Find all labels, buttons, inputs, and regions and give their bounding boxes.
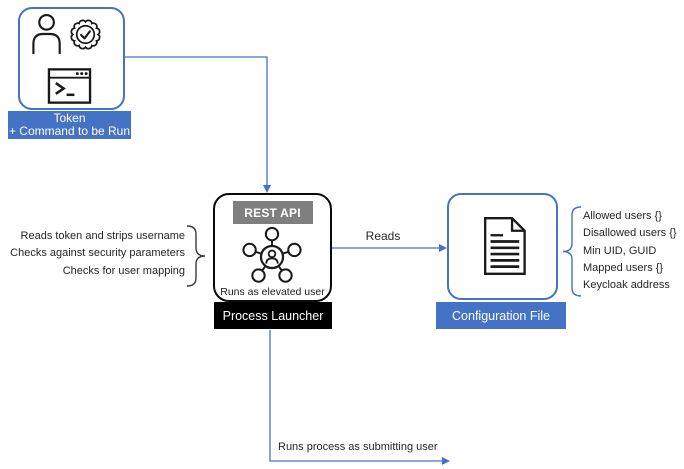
- annotation-line: Mapped users {}: [583, 261, 664, 274]
- arrowhead-down-icon: [263, 185, 271, 193]
- process-launcher-node: REST API Runs as elevated user: [213, 193, 332, 302]
- process-launcher-label: Process Launcher: [214, 302, 332, 329]
- annotation-line: Reads token and strips username: [20, 230, 185, 242]
- elevated-user-note: Runs as elevated user: [220, 286, 325, 298]
- left-brace: [186, 225, 206, 287]
- arrowhead-right-icon: [439, 244, 447, 252]
- submitting-user-edge-label: Runs process as submitting user: [278, 441, 438, 453]
- document-icon: [484, 217, 526, 275]
- reads-edge-label: Reads: [365, 229, 401, 243]
- user-certificate-icon: [32, 13, 101, 54]
- launcher-checks-annotation: Reads token and strips username Checks a…: [5, 228, 185, 280]
- token-node: [18, 7, 125, 110]
- right-brace: [562, 206, 582, 297]
- annotation-line: Allowed users {}: [583, 210, 662, 222]
- token-label-line2: + Command to be Run: [8, 124, 131, 138]
- annotation-line: Disallowed users {}: [583, 227, 677, 240]
- token-node-label: Token + Command to be Run: [8, 111, 131, 139]
- annotation-line: Checks for user mapping: [62, 264, 185, 277]
- config-contents-annotation: Allowed users {} Disallowed users {} Min…: [583, 208, 684, 294]
- reads-connector: [332, 244, 447, 252]
- token-to-launcher-connector: [125, 56, 271, 193]
- token-label-line1: Token: [53, 110, 86, 125]
- annotation-line: Min UID, GUID: [583, 244, 657, 257]
- configuration-file-node: [447, 193, 558, 300]
- terminal-icon: [47, 68, 92, 104]
- rest-api-banner: REST API: [232, 201, 313, 224]
- annotation-line: Checks against security parameters: [10, 247, 185, 260]
- annotation-line: Keycloak address: [583, 279, 670, 292]
- user-network-icon: [242, 227, 302, 283]
- arrowhead-right-icon: [442, 457, 450, 465]
- configuration-file-label: Configuration File: [436, 302, 566, 329]
